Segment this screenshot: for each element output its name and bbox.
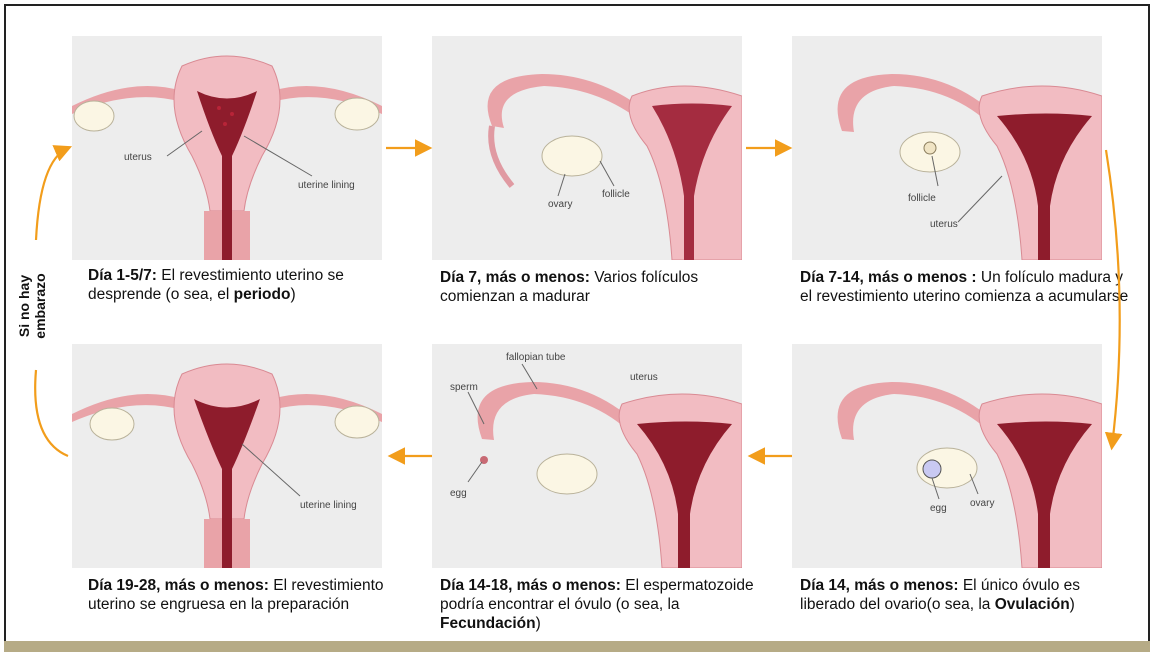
caption-bold: Día 14-18, más o menos:	[440, 577, 621, 594]
caption-bold-2: periodo	[234, 286, 291, 303]
caption-day-1-5: Día 1-5/7: El revestimiento uterino se d…	[88, 266, 418, 304]
caption-day-7-14: Día 7-14, más o menos : Un folículo madu…	[800, 268, 1130, 306]
label-egg: egg	[450, 488, 467, 499]
caption-text-2: )	[536, 615, 541, 632]
label-uterine-lining: uterine lining	[298, 180, 355, 191]
label-ovary: ovary	[970, 498, 994, 509]
follicles-maturing-illustration: ovary follicle	[432, 36, 742, 260]
uterus-menstruation-illustration: uterus uterine lining	[72, 36, 382, 260]
panel-day-19-28: uterine lining	[72, 344, 382, 568]
panel-day-7: ovary follicle	[432, 36, 742, 260]
side-label-line2: embarazo	[32, 266, 48, 346]
lining-thickens-illustration: uterine lining	[72, 344, 382, 568]
caption-bold-2: Ovulación	[995, 596, 1070, 613]
side-label: Si no hay embarazo	[16, 266, 56, 346]
label-uterus: uterus	[930, 219, 958, 230]
label-egg: egg	[930, 503, 947, 514]
label-follicle: follicle	[602, 189, 630, 200]
label-fallopian-tube: fallopian tube	[506, 352, 566, 363]
label-ovary: ovary	[548, 199, 572, 210]
caption-bold: Día 1-5/7:	[88, 267, 157, 284]
caption-day-14-18: Día 14-18, más o menos: El espermatozoid…	[440, 576, 770, 633]
caption-day-7: Día 7, más o menos: Varios folículos com…	[440, 268, 770, 306]
caption-bold: Día 7, más o menos:	[440, 269, 590, 286]
fertilization-illustration: fallopian tube uterus sperm egg	[432, 344, 742, 568]
follicle-matures-illustration: follicle uterus	[792, 36, 1102, 260]
panel-day-7-14: follicle uterus	[792, 36, 1102, 260]
label-uterine-lining: uterine lining	[300, 500, 357, 511]
caption-text-2: )	[290, 286, 295, 303]
caption-bold: Día 14, más o menos:	[800, 577, 959, 594]
caption-day-14: Día 14, más o menos: El único óvulo es l…	[800, 576, 1130, 614]
caption-day-19-28: Día 19-28, más o menos: El revestimiento…	[88, 576, 418, 614]
caption-bold-2: Fecundación	[440, 615, 536, 632]
label-sperm: sperm	[450, 382, 478, 393]
label-follicle: follicle	[908, 193, 936, 204]
caption-text-2: )	[1070, 596, 1075, 613]
caption-bold: Día 19-28, más o menos:	[88, 577, 269, 594]
panel-day-14: egg ovary	[792, 344, 1102, 568]
panel-day-1-5: uterus uterine lining	[72, 36, 382, 260]
panel-day-14-18: fallopian tube uterus sperm egg	[432, 344, 742, 568]
label-uterus: uterus	[124, 152, 152, 163]
ovulation-illustration: egg ovary	[792, 344, 1102, 568]
side-label-line1: Si no hay	[16, 266, 32, 346]
caption-bold: Día 7-14, más o menos :	[800, 269, 977, 286]
label-uterus: uterus	[630, 372, 658, 383]
bottom-band	[4, 641, 1150, 652]
